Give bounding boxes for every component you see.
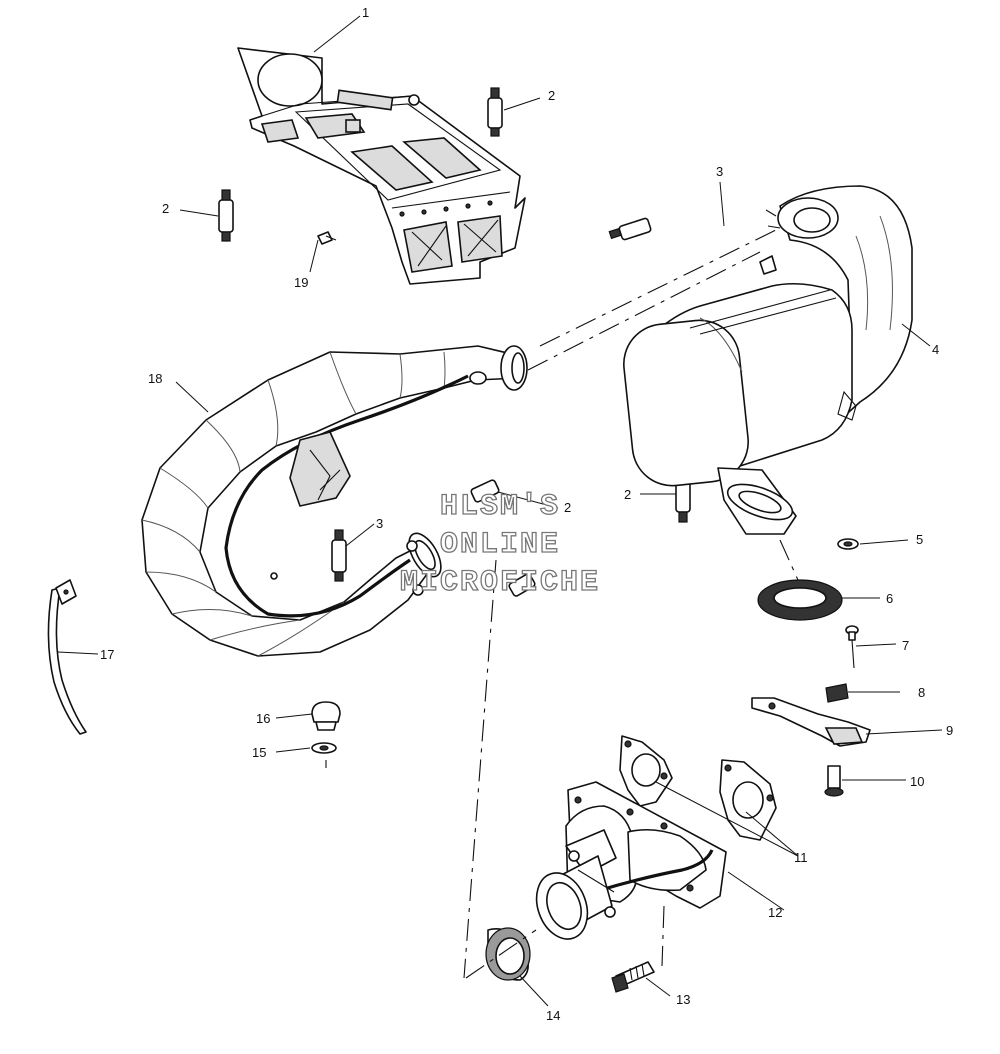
part-18-expansion-chamber	[141, 345, 528, 657]
callout-16: 16	[256, 711, 270, 726]
callout-12: 12	[768, 905, 782, 920]
part-15-washer	[311, 742, 337, 768]
part-1-mounting-bracket	[237, 47, 526, 285]
callout-8: 8	[918, 685, 925, 700]
part-2-grommet-left	[218, 189, 234, 242]
callout-7: 7	[902, 638, 909, 653]
part-11-gasket-right	[719, 759, 777, 841]
assembly-reference-lines	[463, 227, 799, 979]
watermark-line-1: HLSM'S	[440, 490, 560, 524]
callout-3-right: 3	[716, 164, 723, 179]
part-3-spring-left	[331, 529, 347, 582]
callout-10: 10	[910, 774, 924, 789]
part-5-washer	[837, 538, 859, 550]
part-2-grommet-center	[470, 479, 500, 503]
callout-17: 17	[100, 647, 114, 662]
callout-11: 11	[794, 850, 808, 865]
part-14-gasket	[485, 927, 531, 981]
part-3-spring-right	[608, 217, 652, 241]
callout-4: 4	[932, 342, 939, 357]
callout-2-left: 2	[162, 201, 169, 216]
part-6-gasket-ring	[757, 579, 843, 621]
callout-6: 6	[886, 591, 893, 606]
part-4-muffler	[623, 185, 913, 535]
part-7-rivet	[845, 625, 859, 669]
callout-19: 19	[294, 275, 308, 290]
callout-2-right: 2	[624, 487, 631, 502]
part-9-bracket	[751, 697, 871, 747]
leader-lines	[57, 15, 943, 1007]
part-17-strap	[47, 579, 87, 735]
watermark: HLSM'S ONLINE MICROFICHE	[399, 489, 600, 600]
callout-9: 9	[946, 723, 953, 738]
callout-13: 13	[676, 992, 690, 1007]
part-2-grommet-top	[487, 87, 503, 137]
callout-14: 14	[546, 1008, 560, 1023]
callout-2-top: 2	[548, 88, 555, 103]
callout-18: 18	[148, 371, 162, 386]
part-16-damper	[311, 701, 341, 731]
part-19-bolt	[317, 231, 337, 245]
callout-1: 1	[362, 5, 369, 20]
part-13-stud-bolt	[611, 961, 655, 993]
watermark-line-3: MICROFICHE	[400, 566, 600, 600]
callout-15: 15	[252, 745, 266, 760]
callout-3-left: 3	[376, 516, 383, 531]
callout-labels: 1 2 2 3 19 4 18 2 2 3 5 6 7 17 8 16 9 15…	[100, 5, 953, 1023]
watermark-line-2: ONLINE	[440, 528, 560, 562]
callout-2-center: 2	[564, 500, 571, 515]
part-10-bolt	[824, 765, 844, 797]
callout-5: 5	[916, 532, 923, 547]
part-12-exhaust-manifold	[535, 781, 727, 940]
part-11-gasket-left	[619, 735, 673, 807]
part-2-grommet-lower	[508, 573, 536, 597]
part-8-nut	[825, 683, 849, 703]
